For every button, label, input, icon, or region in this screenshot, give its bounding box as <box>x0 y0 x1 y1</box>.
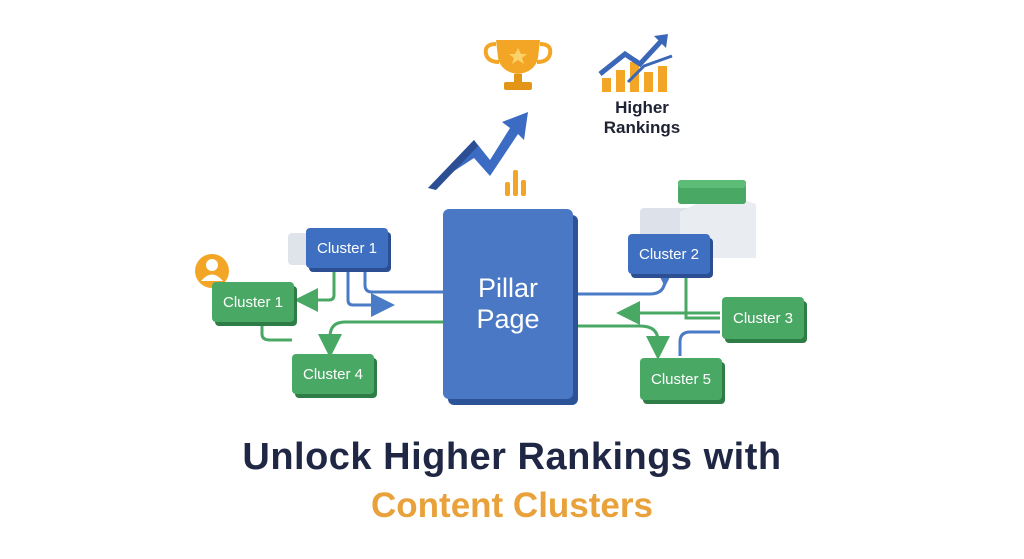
cluster-label: Cluster 1 <box>222 293 284 311</box>
connector-cluster1-to-mid <box>346 270 395 317</box>
user-avatar-icon <box>195 254 229 288</box>
trophy-icon <box>483 40 553 90</box>
cluster-node-right-top[interactable]: Cluster 2 <box>628 234 710 274</box>
pillar-label-line2: Page <box>476 304 540 334</box>
connector-pillar-to-cluster4 <box>318 320 443 358</box>
cluster-label: Cluster 1 <box>316 239 378 257</box>
pillar-label-line1: Pillar <box>477 273 538 303</box>
connector-pillar-to-cluster1-top <box>363 270 443 294</box>
connector-pillar-to-cluster2 <box>573 263 677 296</box>
cluster-label: Cluster 3 <box>732 309 794 327</box>
connector-pillar-to-cluster5 <box>573 324 670 360</box>
connector-cluster1top-to-cluster1mid <box>294 270 336 312</box>
higher-label: Higher <box>615 98 669 117</box>
cluster-label: Cluster 4 <box>302 365 364 383</box>
headline-line2: Content Clusters <box>371 486 653 525</box>
pillar-page-node[interactable]: Pillar Page <box>443 209 573 399</box>
connector-cluster1mid-to-cluster4 <box>260 324 292 342</box>
rankings-label: Rankings <box>603 118 681 137</box>
connector-cluster3-to-cluster5 <box>678 330 720 356</box>
cluster-node-left-bottom[interactable]: Cluster 4 <box>292 354 374 394</box>
connector-cluster2-to-cluster3 <box>684 278 720 320</box>
cluster-node-left-top[interactable]: Cluster 1 <box>306 228 388 268</box>
trend-arrow-icon <box>428 112 528 190</box>
cluster-label: Cluster 2 <box>638 245 700 263</box>
cluster-node-left-mid[interactable]: Cluster 1 <box>212 282 294 322</box>
cluster-node-right-mid[interactable]: Cluster 3 <box>722 297 804 339</box>
cluster-label: Cluster 5 <box>650 370 712 388</box>
rising-bar-chart-icon <box>598 34 673 92</box>
spark-bars-icon <box>505 170 526 196</box>
cluster-node-right-bottom[interactable]: Cluster 5 <box>640 358 722 400</box>
headline-line1: Unlock Higher Rankings with <box>242 436 782 478</box>
